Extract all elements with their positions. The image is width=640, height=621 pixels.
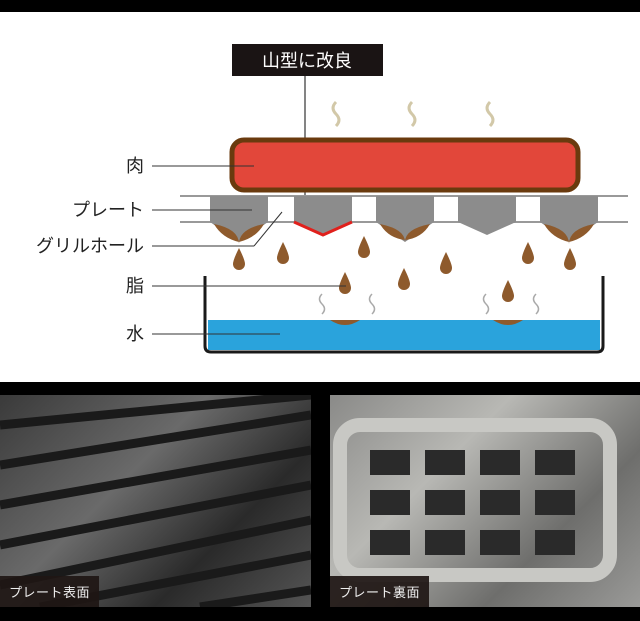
photo-caption: プレート裏面 <box>330 576 430 607</box>
water-shape <box>208 320 600 350</box>
meat-shape <box>229 137 581 193</box>
steam-icon <box>331 100 495 128</box>
mountain-shape-highlight <box>293 220 353 237</box>
label-grill-hole: グリルホール <box>36 236 144 257</box>
fat-drops <box>214 224 594 302</box>
grill-cross-section-diagram: 山型に改良 <box>0 12 640 382</box>
steam-icon <box>318 293 540 315</box>
drip-pan <box>203 276 605 354</box>
label-water: 水 <box>126 324 144 345</box>
label-meat: 肉 <box>126 156 144 177</box>
label-leaders <box>152 165 346 335</box>
callout-text: 山型に改良 <box>262 51 352 72</box>
photo-caption: プレート表面 <box>0 576 100 607</box>
grill-grate-image <box>0 395 311 607</box>
grill-grate-image <box>333 418 617 582</box>
callout-box <box>232 44 383 76</box>
diagram-svg: 山型に改良 <box>36 44 628 354</box>
label-fat: 脂 <box>126 276 144 297</box>
photo-plate-back: プレート裏面 <box>330 395 640 607</box>
photo-plate-front: プレート表面 <box>0 395 311 607</box>
label-plate: プレート <box>72 200 144 221</box>
